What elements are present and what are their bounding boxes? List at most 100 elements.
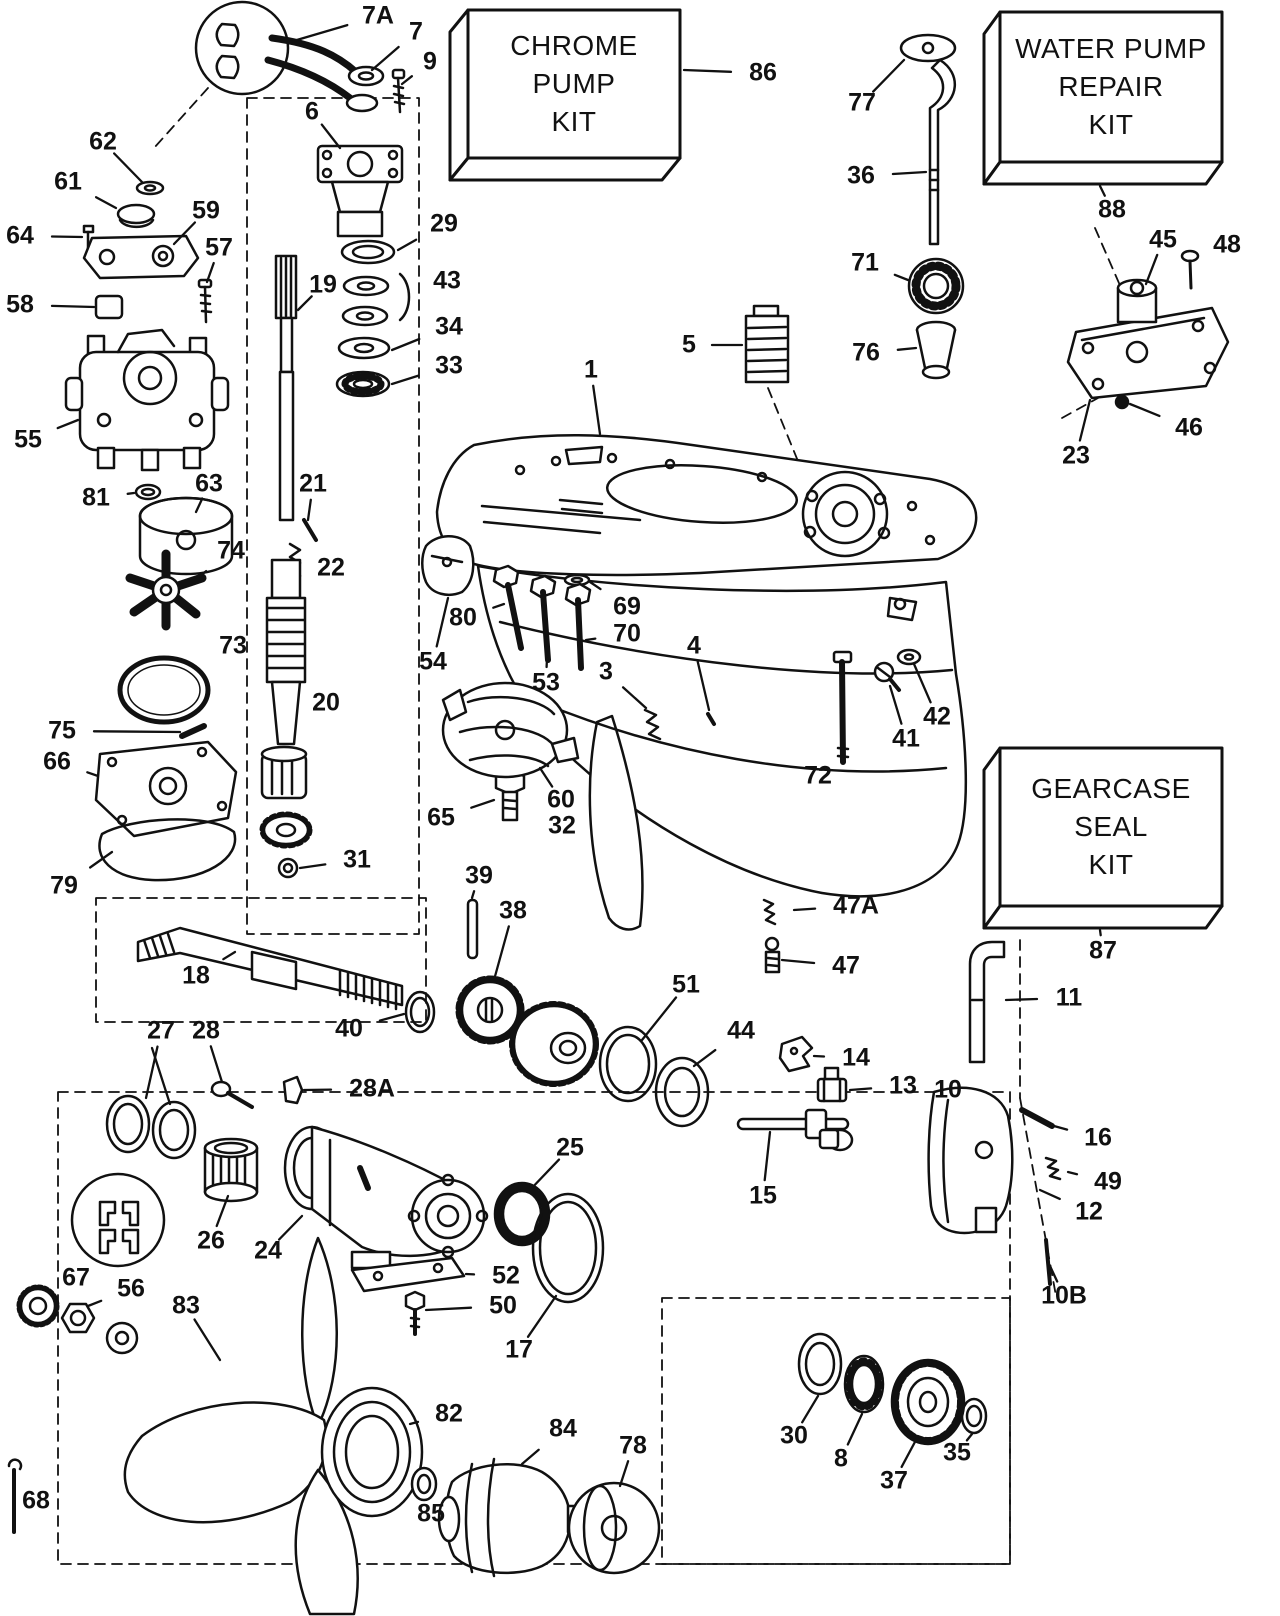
chrome-pump-kit-label: CHROME PUMP KIT bbox=[468, 10, 680, 158]
part-callout-30: 30 bbox=[780, 1421, 808, 1450]
part-callout-73: 73 bbox=[219, 631, 247, 660]
part-callout-56: 56 bbox=[117, 1274, 145, 1303]
kit-text-line: KIT bbox=[551, 105, 597, 137]
part-callout-80: 80 bbox=[449, 603, 477, 632]
part-callout-15: 15 bbox=[749, 1181, 777, 1210]
part-callout-29: 29 bbox=[430, 209, 458, 238]
part-callout-57: 57 bbox=[205, 233, 233, 262]
driveshaft-art bbox=[259, 254, 318, 879]
part-callout-64: 64 bbox=[6, 221, 34, 250]
kit-text-line: GEARCASE bbox=[1031, 773, 1191, 805]
part-callout-13: 13 bbox=[889, 1071, 917, 1100]
clutch-shift-art bbox=[736, 1035, 854, 1152]
part-callout-36: 36 bbox=[847, 161, 875, 190]
part-callout-12: 12 bbox=[1075, 1197, 1103, 1226]
part-callout-5: 5 bbox=[682, 330, 696, 359]
part-callout-26: 26 bbox=[197, 1226, 225, 1255]
part-callout-8: 8 bbox=[834, 1444, 848, 1473]
kit-text-line: CHROME bbox=[510, 30, 638, 62]
part-callout-59: 59 bbox=[192, 196, 220, 225]
part-callout-24: 24 bbox=[254, 1236, 282, 1265]
kit-text-line: REPAIR bbox=[1058, 71, 1164, 103]
part-callout-54: 54 bbox=[419, 647, 447, 676]
part-callout-66: 66 bbox=[43, 747, 71, 776]
water-pump-kit-parts-art bbox=[899, 33, 965, 380]
part-callout-40: 40 bbox=[335, 1014, 363, 1043]
gearcase-housing-art bbox=[435, 433, 978, 931]
part-callout-52: 52 bbox=[492, 1261, 520, 1290]
part-callout-9: 9 bbox=[423, 47, 437, 76]
part-callout-77: 77 bbox=[848, 88, 876, 117]
kit-text-line: KIT bbox=[1088, 108, 1134, 140]
part-callout-42: 42 bbox=[923, 702, 951, 731]
gear-train-art bbox=[136, 898, 710, 1128]
part-callout-11: 11 bbox=[1055, 983, 1083, 1012]
pump-housing-art bbox=[1066, 249, 1230, 410]
part-callout-43: 43 bbox=[433, 266, 461, 295]
part-callout-84: 84 bbox=[549, 1414, 577, 1443]
part-callout-37: 37 bbox=[880, 1466, 908, 1495]
part-callout-88: 88 bbox=[1098, 195, 1126, 224]
part-callout-86: 86 bbox=[749, 58, 777, 87]
rear-gear-art bbox=[797, 1332, 988, 1446]
kit-boxes-art bbox=[448, 8, 1224, 930]
part-callout-35: 35 bbox=[943, 1438, 971, 1467]
part-callout-22: 22 bbox=[317, 553, 345, 582]
part-callout-63: 63 bbox=[195, 469, 223, 498]
part-callout-23: 23 bbox=[1062, 441, 1090, 470]
part-callout-85: 85 bbox=[417, 1499, 445, 1528]
part-callout-38: 38 bbox=[499, 896, 527, 925]
part-callout-68: 68 bbox=[22, 1486, 50, 1515]
part-callout-61: 61 bbox=[54, 167, 82, 196]
part-callout-45: 45 bbox=[1149, 225, 1177, 254]
part-callout-51: 51 bbox=[672, 970, 700, 999]
part-callout-39: 39 bbox=[465, 861, 493, 890]
part-callout-46: 46 bbox=[1175, 413, 1203, 442]
part-callout-16: 16 bbox=[1084, 1123, 1112, 1152]
part-callout-87: 87 bbox=[1089, 936, 1117, 965]
part-callout-69: 69 bbox=[613, 592, 641, 621]
bearing-carrier-art bbox=[70, 1046, 605, 1336]
anode-art bbox=[744, 304, 790, 384]
part-callout-32: 32 bbox=[548, 811, 576, 840]
part-callout-27: 27 bbox=[147, 1016, 175, 1045]
part-callout-47: 47 bbox=[832, 951, 860, 980]
part-callout-44: 44 bbox=[727, 1016, 755, 1045]
part-callout-48: 48 bbox=[1213, 230, 1241, 259]
part-callout-10: 10 bbox=[934, 1075, 962, 1104]
part-callout-6: 6 bbox=[305, 97, 319, 126]
propeller-art bbox=[7, 1236, 661, 1616]
part-callout-76: 76 bbox=[852, 338, 880, 367]
kit-text-line: PUMP bbox=[532, 68, 616, 100]
part-callout-82: 82 bbox=[435, 1399, 463, 1428]
part-callout-53: 53 bbox=[532, 668, 560, 697]
part-callout-74: 74 bbox=[217, 536, 245, 565]
part-callout-28: 28 bbox=[192, 1016, 220, 1045]
part-callout-31: 31 bbox=[343, 845, 371, 874]
part-callout-71: 71 bbox=[851, 248, 879, 277]
part-callout-81: 81 bbox=[82, 483, 110, 512]
part-callout-3: 3 bbox=[599, 657, 613, 686]
part-callout-7: 7 bbox=[409, 17, 423, 46]
driveshaft-grommet-art bbox=[194, 0, 411, 398]
part-callout-20: 20 bbox=[312, 688, 340, 717]
kit-text-line: SEAL bbox=[1074, 811, 1148, 843]
gearcase-seal-kit-label: GEARCASE SEAL KIT bbox=[1000, 748, 1222, 906]
part-callout-83: 83 bbox=[172, 1291, 200, 1320]
part-callout-70: 70 bbox=[613, 619, 641, 648]
part-callout-28A: 28A bbox=[349, 1074, 395, 1103]
part-callout-4: 4 bbox=[687, 631, 701, 660]
part-callout-49: 49 bbox=[1094, 1167, 1122, 1196]
kit-text-line: WATER PUMP bbox=[1015, 33, 1207, 65]
water-pump-assembly-art bbox=[64, 180, 238, 882]
part-callout-14: 14 bbox=[842, 1043, 870, 1072]
callout-leader-lines bbox=[50, 23, 1161, 1488]
part-callout-79: 79 bbox=[50, 871, 78, 900]
part-callout-50: 50 bbox=[489, 1291, 517, 1320]
part-callout-7A: 7A bbox=[362, 1, 394, 30]
part-callout-75: 75 bbox=[48, 716, 76, 745]
shift-rod-art bbox=[927, 940, 1062, 1286]
part-callout-10B: 10B bbox=[1041, 1281, 1087, 1310]
